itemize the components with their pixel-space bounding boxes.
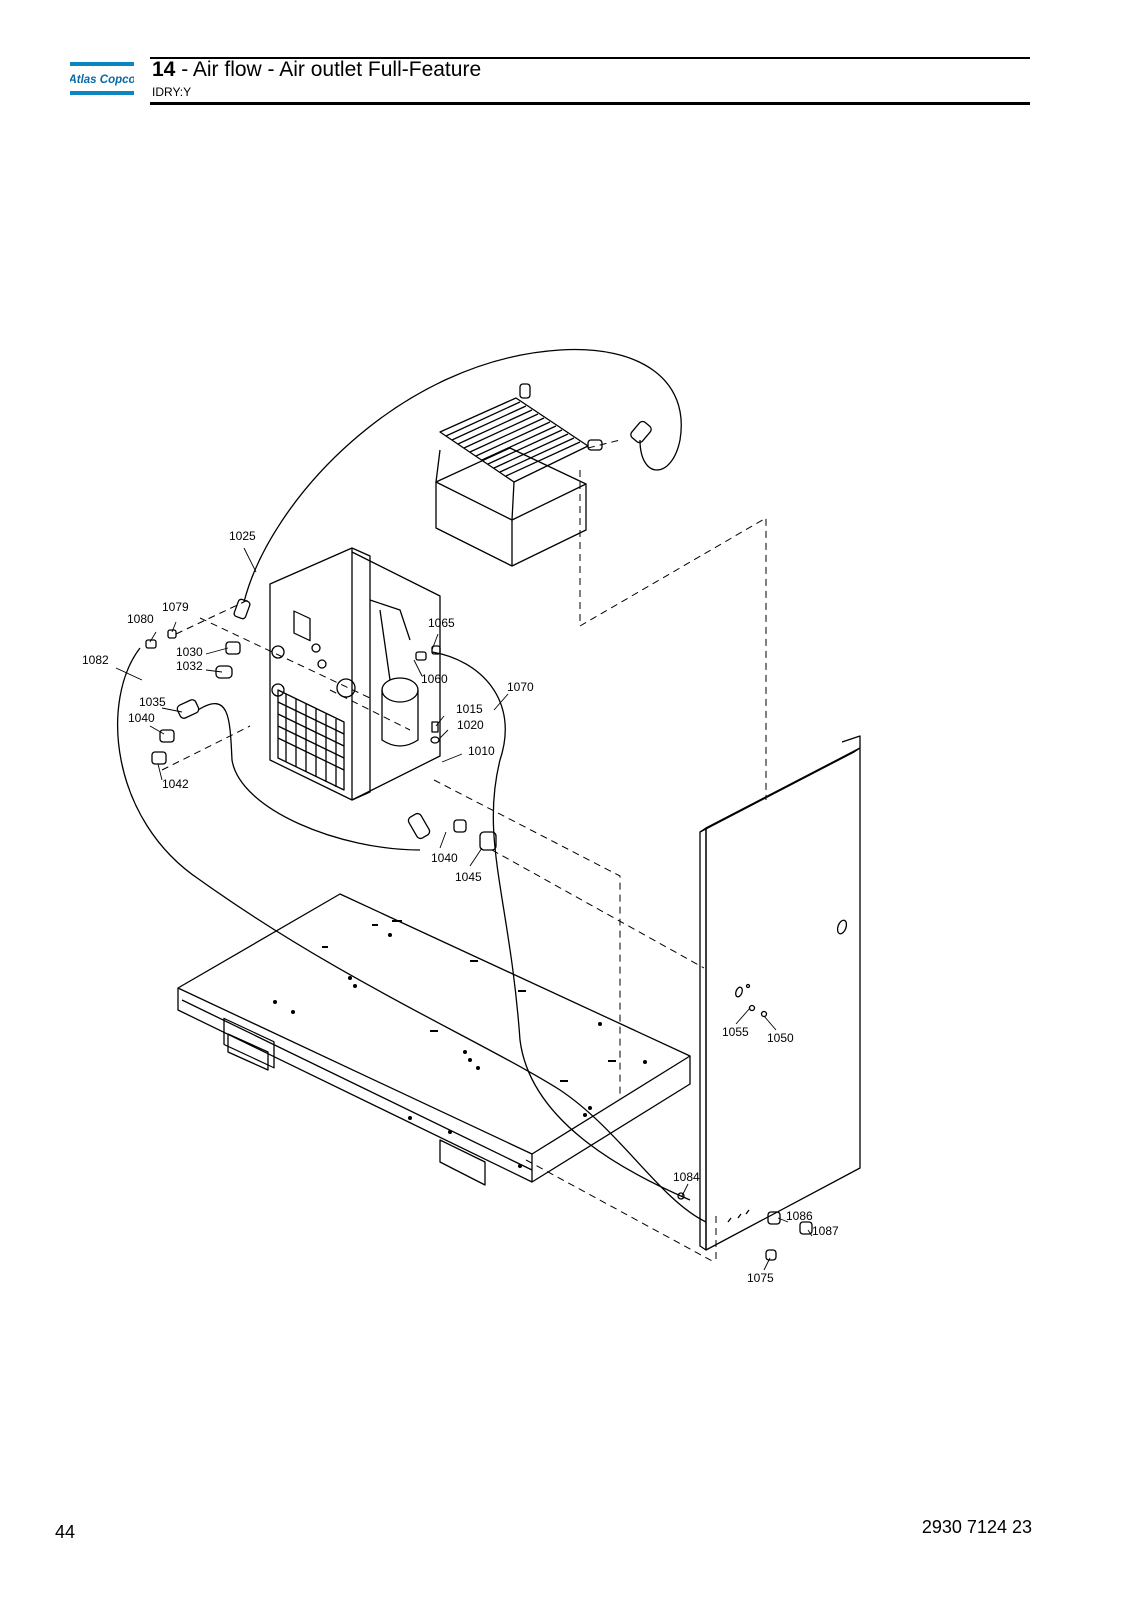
section-title: - Air flow - Air outlet Full-Feature xyxy=(175,58,482,81)
label-1080: 1080 xyxy=(127,612,154,626)
label-1010: 1010 xyxy=(468,744,495,758)
atlas-copco-logo: Atlas Copco xyxy=(67,62,136,95)
label-1045: 1045 xyxy=(455,870,482,884)
leader-lines xyxy=(115,547,813,1271)
label-1082: 1082 xyxy=(82,653,109,667)
hoses xyxy=(117,348,707,1223)
label-1055: 1055 xyxy=(722,1025,749,1039)
header-bottom-rule xyxy=(150,102,1030,105)
fittings xyxy=(145,420,813,1261)
label-1060: 1060 xyxy=(421,672,448,686)
dryer-module xyxy=(269,547,441,801)
label-1035: 1035 xyxy=(139,695,166,709)
label-1030: 1030 xyxy=(176,645,203,659)
part-labels: 1025 1079 1080 1082 1030 1032 1035 1040 … xyxy=(82,529,839,1285)
label-1075: 1075 xyxy=(747,1271,774,1285)
label-1042: 1042 xyxy=(162,777,189,791)
label-1040-center: 1040 xyxy=(431,851,458,865)
page-number: 44 xyxy=(55,1522,76,1542)
side-panel xyxy=(699,735,861,1251)
alignment-lines xyxy=(161,439,767,1263)
label-1015: 1015 xyxy=(456,702,483,716)
label-1025: 1025 xyxy=(229,529,256,543)
label-1065: 1065 xyxy=(428,616,455,630)
header-top-rule xyxy=(150,57,1030,59)
label-1087: 1087 xyxy=(812,1224,839,1238)
label-1070: 1070 xyxy=(507,680,534,694)
label-1020: 1020 xyxy=(457,718,484,732)
page-subtitle: IDRY:Y xyxy=(152,85,192,99)
label-1032: 1032 xyxy=(176,659,203,673)
logo-text: Atlas Copco xyxy=(70,74,134,86)
section-number: 14 xyxy=(152,58,176,81)
base-holes xyxy=(273,920,647,1168)
label-1084: 1084 xyxy=(673,1170,700,1184)
label-1040-left: 1040 xyxy=(128,711,155,725)
base-frame xyxy=(177,893,691,1186)
page-title: 14 - Air flow - Air outlet Full-Feature xyxy=(152,58,481,82)
document-number: 2930 7124 23 xyxy=(921,1517,1032,1537)
label-1050: 1050 xyxy=(767,1031,794,1045)
heat-exchanger xyxy=(435,383,603,567)
label-1086: 1086 xyxy=(786,1209,813,1223)
label-1079: 1079 xyxy=(162,600,189,614)
